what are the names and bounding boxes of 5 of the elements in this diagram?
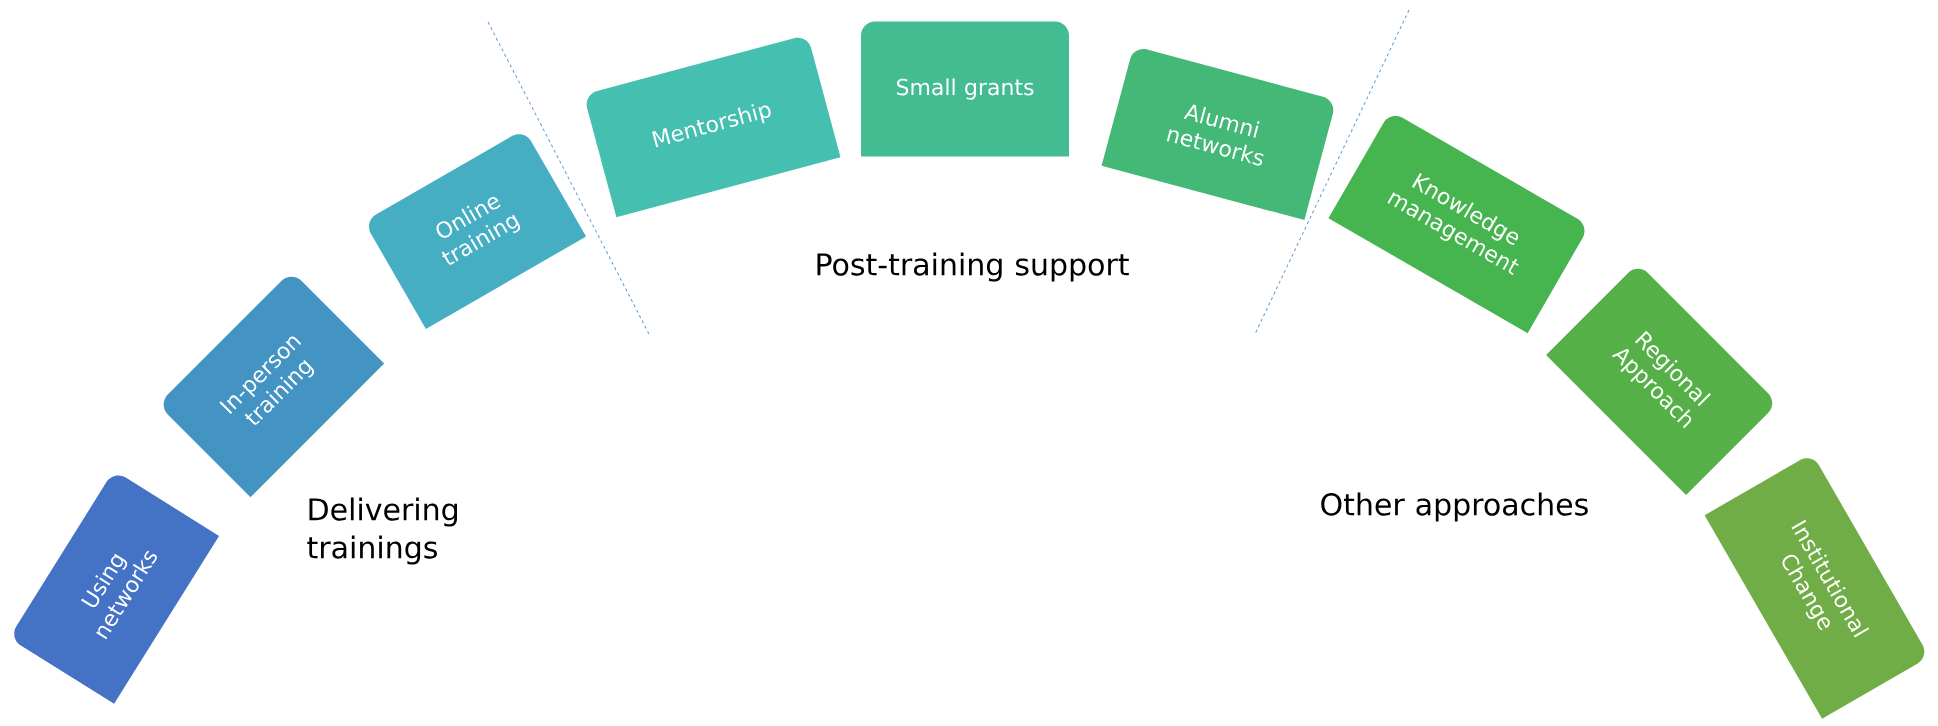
process-box: Alumni networks: [1101, 49, 1334, 221]
group-label: Post-training support: [817, 252, 1129, 282]
group-label: Delivering trainings: [307, 497, 457, 565]
group-label: Other approaches: [1321, 492, 1588, 522]
process-box: Small grants: [861, 21, 1069, 157]
